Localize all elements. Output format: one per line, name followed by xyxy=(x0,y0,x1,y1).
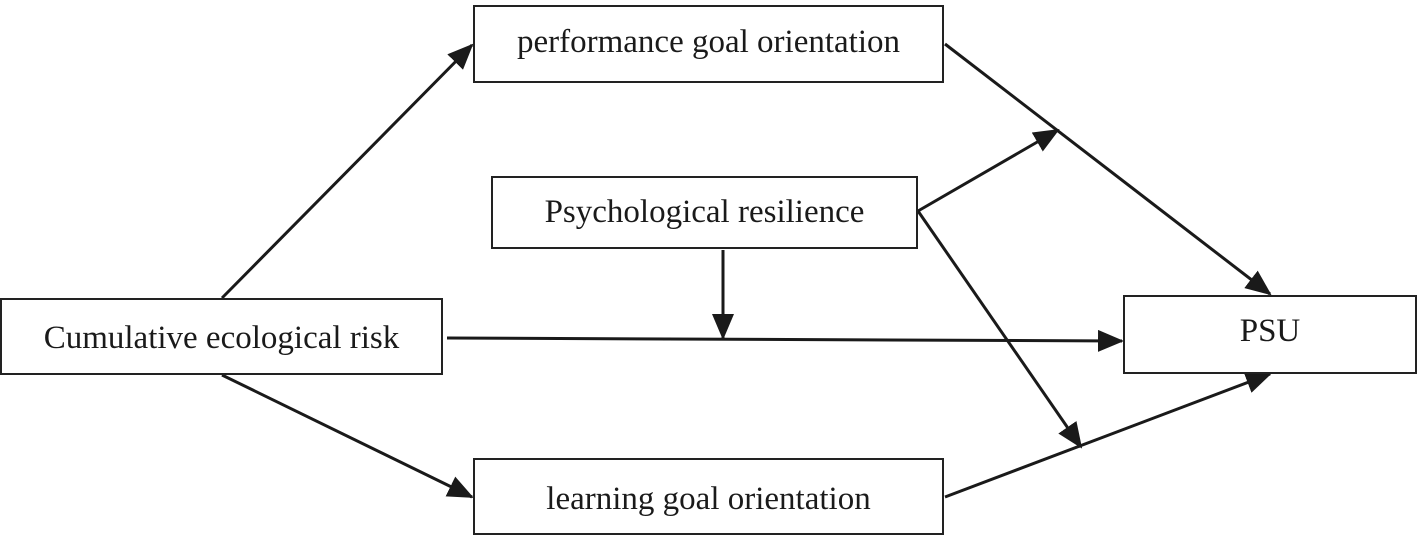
arrow-resilience-to-performance-path xyxy=(917,128,1060,213)
node-learning-goal-orientation: learning goal orientation xyxy=(473,458,944,535)
node-cumulative-ecological-risk: Cumulative ecological risk xyxy=(0,298,443,375)
node-label: Cumulative ecological risk xyxy=(43,320,400,356)
node-label: Psychological resilience xyxy=(544,194,865,230)
arrow-risk-to-performance xyxy=(220,43,474,300)
node-psychological-resilience: Psychological resilience xyxy=(491,176,918,249)
arrow-resilience-to-learning-path xyxy=(916,210,1083,449)
node-label: PSU xyxy=(1239,313,1301,349)
arrow-performance-to-psu xyxy=(944,42,1272,296)
arrow-learning-to-psu xyxy=(944,372,1272,499)
node-psu: PSU xyxy=(1123,295,1417,374)
node-label: performance goal orientation xyxy=(517,23,900,60)
node-label: learning goal orientation xyxy=(546,481,871,517)
arrow-risk-to-learning xyxy=(221,373,474,499)
arrow-risk-to-psu xyxy=(446,329,1124,352)
node-performance-goal-orientation: performance goal orientation xyxy=(473,5,944,83)
